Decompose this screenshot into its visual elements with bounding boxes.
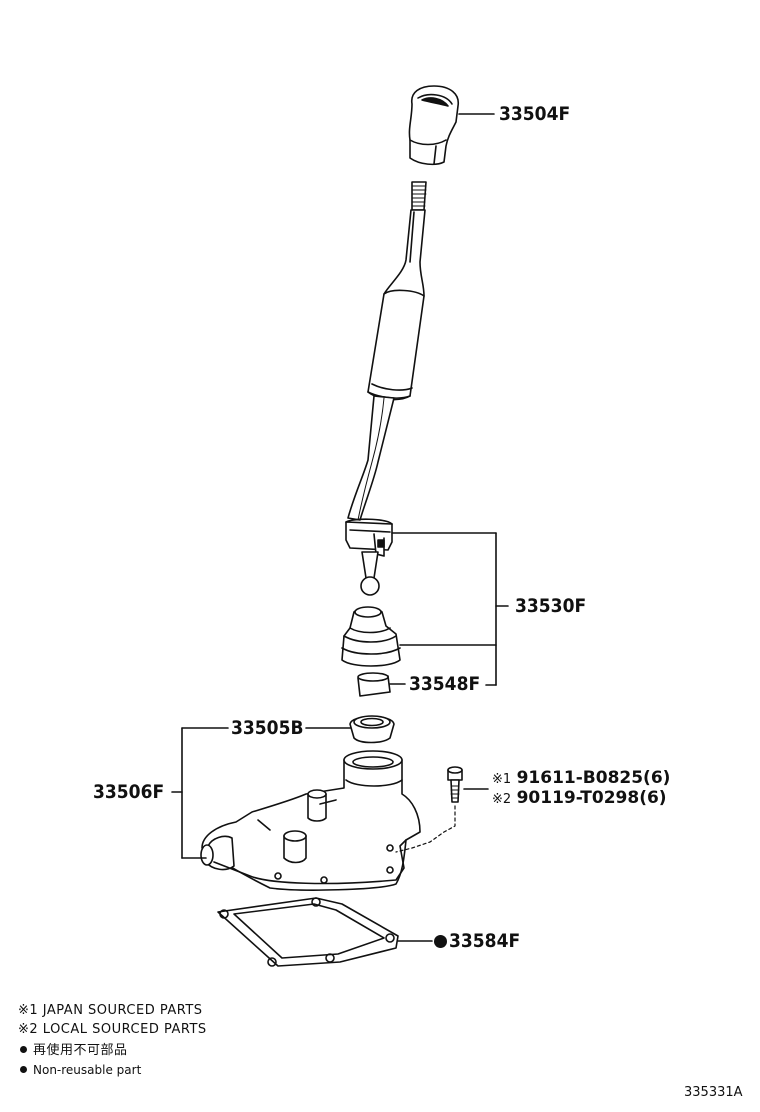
legend-dot-icon xyxy=(20,1046,27,1053)
legend-japan-sourced: ※1 JAPAN SOURCED PARTS xyxy=(18,1003,203,1018)
bolt-1-part: 91611-B0825(6) xyxy=(516,768,671,788)
shift-lever-drawing xyxy=(345,181,497,596)
lever-boot-drawing xyxy=(341,606,497,667)
legend-non-reusable-en: Non-reusable part xyxy=(20,1062,141,1078)
gasket-part-number: 33584F xyxy=(449,930,521,952)
bolt-1-ref: ※1 xyxy=(492,772,512,787)
bushing-drawing xyxy=(357,672,406,697)
part-label-lever-assy[interactable]: 33530F xyxy=(515,595,587,617)
part-label-seat[interactable]: 33505B xyxy=(231,717,304,739)
part-label-knob[interactable]: 33504F xyxy=(499,103,571,125)
retainer-drawing xyxy=(200,750,421,891)
lever-assy-bracket xyxy=(485,532,509,686)
bolt-2-part: 90119-T0298(6) xyxy=(516,788,667,808)
diagram-id: 335331A xyxy=(684,1085,743,1100)
non-reusable-dot-icon xyxy=(434,935,447,948)
legend-en-text: Non-reusable part xyxy=(33,1063,142,1077)
bolt-label-1[interactable]: ※1 91611-B0825(6) xyxy=(492,768,670,790)
legend-jp-text: 再使用不可部品 xyxy=(33,1043,128,1058)
bolt-drawing xyxy=(395,766,489,853)
legend-non-reusable-jp: 再使用不可部品 xyxy=(20,1043,128,1059)
bolt-2-ref: ※2 xyxy=(492,792,512,807)
part-label-bushing[interactable]: 33548F xyxy=(409,673,481,695)
bolt-label-2[interactable]: ※2 90119-T0298(6) xyxy=(492,788,667,810)
part-label-retainer[interactable]: 33506F xyxy=(93,781,165,803)
gasket-drawing xyxy=(217,897,433,967)
retainer-bracket xyxy=(171,727,229,859)
seat-drawing xyxy=(305,715,395,744)
legend-dot-icon-2 xyxy=(20,1066,27,1073)
legend-local-sourced: ※2 LOCAL SOURCED PARTS xyxy=(18,1022,207,1037)
part-label-gasket[interactable]: 33584F xyxy=(434,930,520,952)
shift-knob-drawing xyxy=(408,85,495,166)
